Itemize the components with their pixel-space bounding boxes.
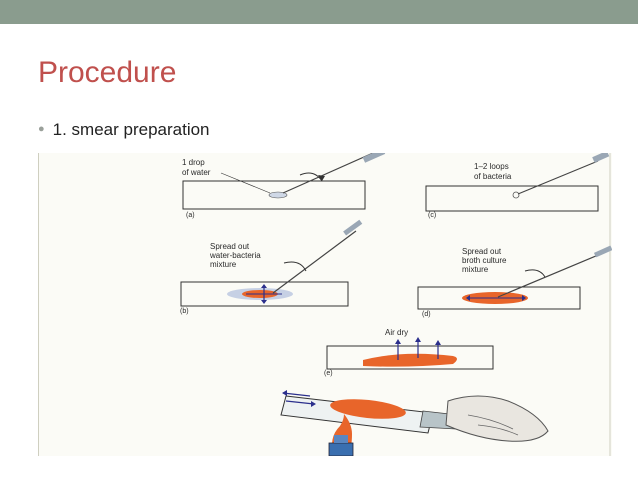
label-c-line2: of bacteria xyxy=(474,172,512,181)
loop-c xyxy=(517,160,599,195)
smear-preparation-figure: 1 drop of water (a) 1–2 loops of bacteri… xyxy=(38,153,612,456)
label-c-line1: 1–2 loops xyxy=(474,162,509,171)
panel-e: Air dry (e) xyxy=(324,328,494,377)
panel-letter-e: (e) xyxy=(324,370,333,377)
top-bar xyxy=(0,0,638,24)
panel-a: 1 drop of water (a) xyxy=(182,153,386,219)
loop-d xyxy=(497,252,604,298)
loop-a xyxy=(282,153,374,194)
glass-slide-d xyxy=(417,286,581,310)
label-a-line2: of water xyxy=(182,168,211,177)
label-d-line1: Spread out xyxy=(462,247,502,256)
label-b-line2: water-bacteria xyxy=(209,251,261,260)
panel-letter-c: (c) xyxy=(428,212,436,219)
panel-c: 1–2 loops of bacteria (c) xyxy=(425,153,610,219)
smear-f xyxy=(330,399,406,419)
bullet-icon: ● xyxy=(38,123,45,135)
bullet-text: 1. smear preparation xyxy=(52,120,210,139)
panel-letter-d: (d) xyxy=(422,311,431,318)
water-drop xyxy=(268,191,288,199)
label-e: Air dry xyxy=(385,328,408,337)
label-a-line1: 1 drop xyxy=(182,158,205,167)
label-b-line1: Spread out xyxy=(210,242,250,251)
slide-title: Procedure xyxy=(38,56,177,89)
glass-slide-c xyxy=(425,185,599,212)
bullet-item: ● 1. smear preparation xyxy=(38,118,210,141)
glass-slide-b xyxy=(180,281,349,307)
bunsen-burner xyxy=(328,442,354,456)
glass-slide-a xyxy=(182,180,366,210)
panel-letter-a: (a) xyxy=(186,212,195,219)
heat-fix-illustration xyxy=(280,390,549,456)
smear-e xyxy=(363,353,457,367)
label-d-line2: broth culture xyxy=(462,256,507,265)
panel-b: Spread out water-bacteria mixture (b) xyxy=(180,219,363,315)
hand xyxy=(445,395,549,442)
panel-d: Spread out broth culture mixture (d) xyxy=(417,245,612,318)
label-d-line3: mixture xyxy=(462,265,489,274)
label-b-line3: mixture xyxy=(210,260,237,269)
glass-slide-e xyxy=(326,345,494,370)
loop-b xyxy=(272,230,357,294)
panel-letter-b: (b) xyxy=(180,308,189,315)
